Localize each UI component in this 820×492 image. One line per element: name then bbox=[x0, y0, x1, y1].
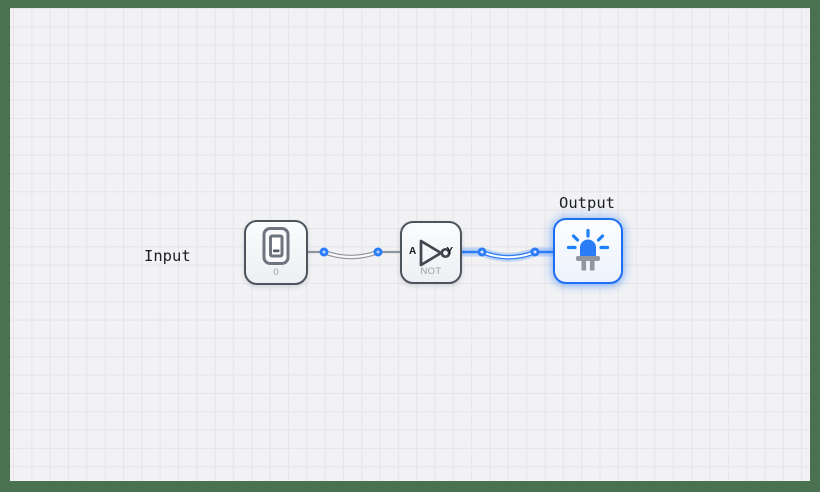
input-label: Input bbox=[144, 247, 191, 265]
connector-dot[interactable] bbox=[319, 247, 329, 257]
wire-layer bbox=[306, 247, 560, 262]
connector-dot[interactable] bbox=[530, 247, 540, 257]
output-label: Output bbox=[559, 194, 615, 212]
wire-switch-to-not[interactable] bbox=[306, 247, 402, 260]
not-gate-label: NOT bbox=[420, 265, 442, 277]
wire-not-to-led[interactable] bbox=[455, 247, 560, 262]
circuit-canvas[interactable]: Input Output 0 A Y NOT bbox=[10, 8, 810, 481]
not-input-pin-label: A bbox=[409, 246, 417, 257]
led-node[interactable] bbox=[553, 218, 623, 284]
connector-dot[interactable] bbox=[477, 247, 487, 257]
led-icon bbox=[566, 228, 610, 271]
toggle-switch-icon[interactable] bbox=[262, 227, 290, 266]
not-gate-icon bbox=[419, 239, 451, 267]
not-output-pin-label: Y bbox=[446, 246, 453, 257]
switch-node[interactable]: 0 bbox=[244, 220, 308, 285]
connector-dot[interactable] bbox=[373, 247, 383, 257]
switch-value: 0 bbox=[273, 267, 279, 279]
not-gate-node[interactable]: A Y NOT bbox=[400, 221, 462, 284]
